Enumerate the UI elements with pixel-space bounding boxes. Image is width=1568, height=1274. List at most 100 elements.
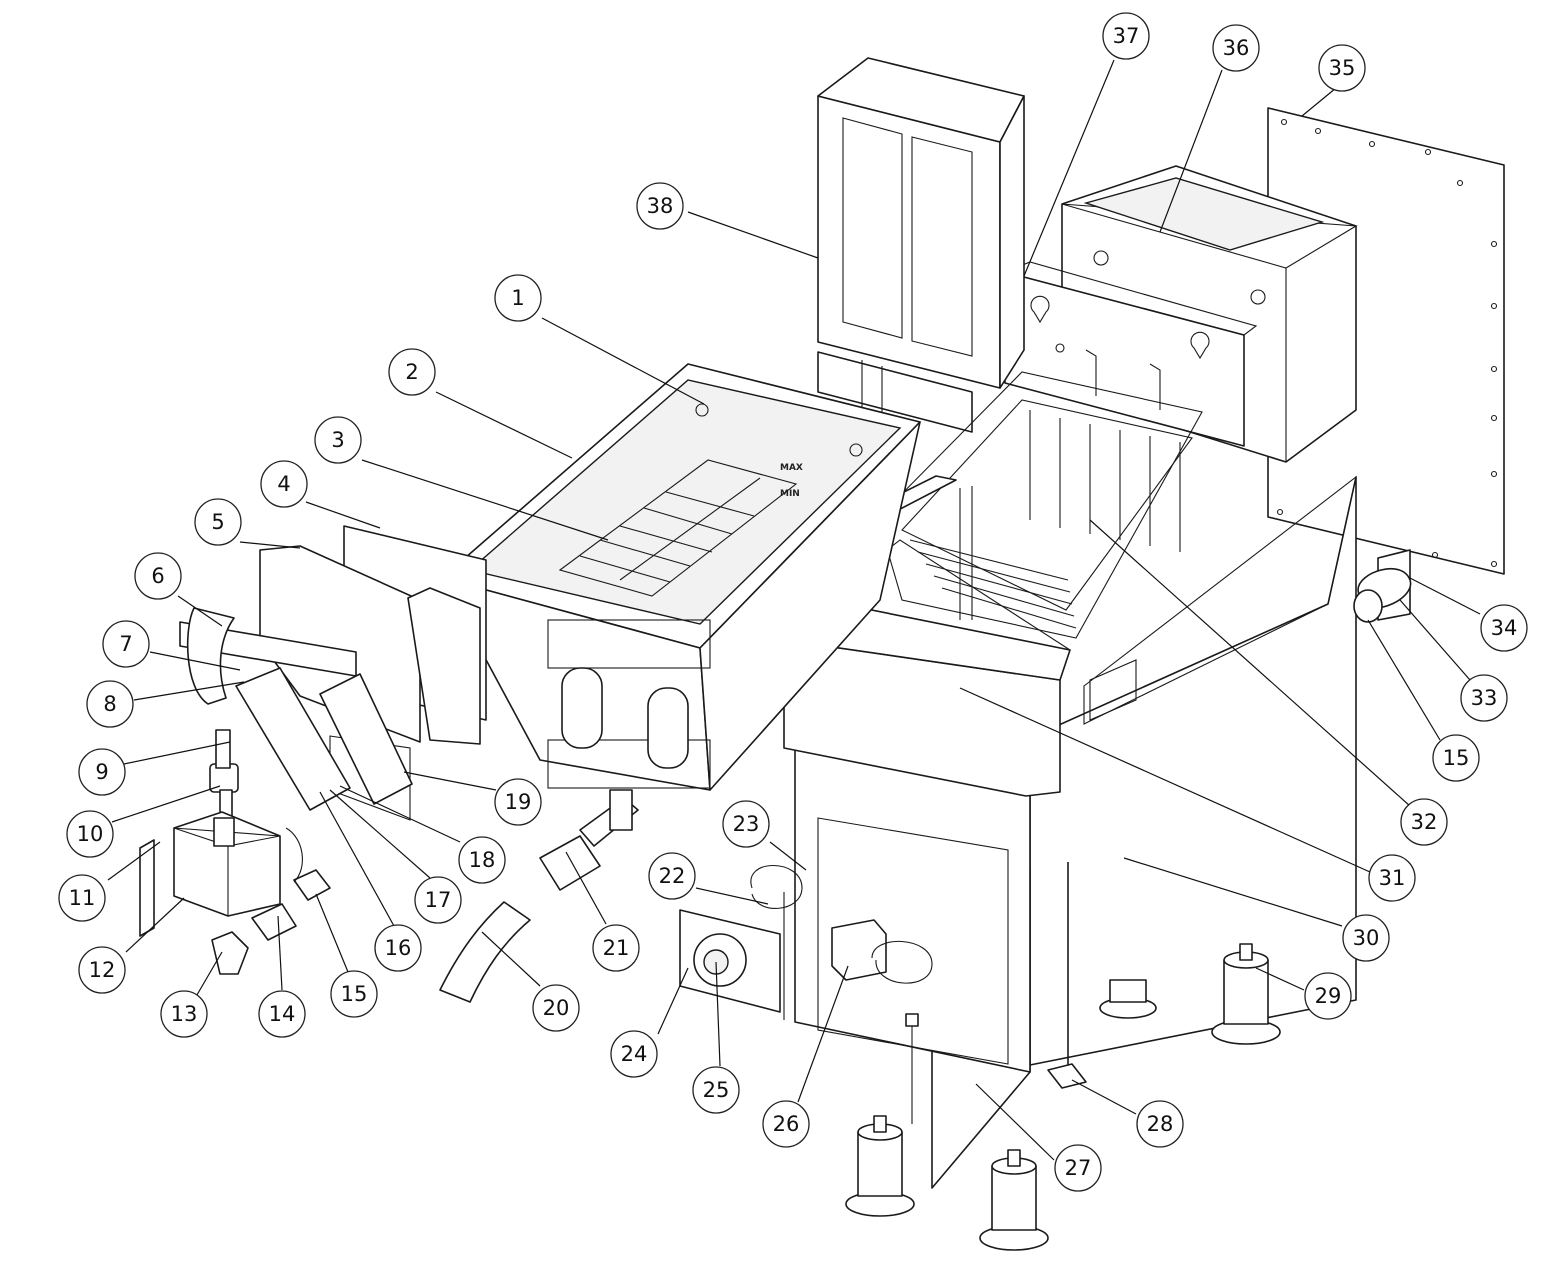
leader-19: [403, 771, 497, 791]
callout-6-label: 6: [151, 564, 164, 588]
callout-6: 6: [134, 552, 182, 600]
leader-18: [339, 785, 461, 843]
callout-38: 38: [636, 182, 684, 230]
callout-8-label: 8: [103, 692, 116, 716]
hi-limit-part: [831, 919, 933, 1124]
callout-24: 24: [610, 1030, 658, 1078]
callout-33-label: 33: [1471, 686, 1498, 710]
leader-29: [1255, 967, 1305, 991]
leader-33: [1399, 599, 1471, 681]
tube-rack-part: [558, 459, 798, 597]
callout-13-label: 13: [171, 1002, 198, 1026]
callout-14: 14: [258, 990, 306, 1038]
leader-24: [657, 967, 689, 1035]
leader-13: [193, 951, 223, 1001]
callout-1-label: 1: [511, 286, 524, 310]
callout-28: 28: [1136, 1100, 1184, 1148]
leader-34: [1409, 577, 1481, 615]
leader-20: [481, 931, 541, 987]
flue-panel-part: [817, 57, 1025, 433]
callout-15b: 15: [1432, 734, 1480, 782]
callout-37-label: 37: [1113, 24, 1140, 48]
max-level-mark: MAX: [780, 463, 803, 473]
callout-1: 1: [494, 274, 542, 322]
leader-6: [177, 595, 223, 627]
leader-14: [277, 915, 283, 991]
callout-4: 4: [260, 460, 308, 508]
callout-2-label: 2: [405, 360, 418, 384]
callout-25-label: 25: [703, 1078, 730, 1102]
leader-30: [1123, 857, 1343, 927]
callout-27: 27: [1054, 1144, 1102, 1192]
callout-11: 11: [58, 874, 106, 922]
drain-valve-part: [439, 789, 639, 1003]
leg-part-front-left: [845, 1115, 915, 1217]
callout-27-label: 27: [1065, 1156, 1092, 1180]
callout-23: 23: [722, 800, 770, 848]
callout-34-label: 34: [1491, 616, 1518, 640]
callout-11-label: 11: [69, 886, 96, 910]
leg-part-rear: [1099, 979, 1157, 1019]
callout-16-label: 16: [385, 936, 412, 960]
callout-36-label: 36: [1223, 36, 1250, 60]
leader-17: [329, 789, 431, 879]
leader-26: [797, 965, 849, 1103]
leader-38: [687, 211, 819, 259]
callout-23-label: 23: [733, 812, 760, 836]
callout-26-label: 26: [773, 1112, 800, 1136]
leader-15a: [315, 893, 349, 973]
callout-9: 9: [78, 748, 126, 796]
leader-1: [541, 317, 705, 405]
leader-22: [695, 887, 769, 905]
leader-27: [975, 1083, 1055, 1161]
callout-12: 12: [78, 946, 126, 994]
gas-valve-part: [139, 811, 281, 937]
callout-16: 16: [374, 924, 422, 972]
callout-29-label: 29: [1315, 984, 1342, 1008]
callout-24-label: 24: [621, 1042, 648, 1066]
leader-21: [565, 851, 607, 925]
callout-31-label: 31: [1379, 866, 1406, 890]
leader-16: [319, 791, 395, 927]
leader-2: [435, 391, 573, 459]
leader-8: [133, 681, 245, 701]
callout-17-label: 17: [425, 888, 452, 912]
callout-5-label: 5: [211, 510, 224, 534]
leader-35: [1301, 87, 1337, 117]
leader-9: [123, 741, 231, 765]
callout-3: 3: [314, 416, 362, 464]
callout-30-label: 30: [1353, 926, 1380, 950]
callout-25: 25: [692, 1066, 740, 1114]
callout-19: 19: [494, 778, 542, 826]
min-level-mark: MIN: [780, 489, 800, 499]
leader-12: [125, 897, 185, 953]
callout-4-label: 4: [277, 472, 290, 496]
leader-37: [1023, 59, 1115, 277]
callout-22-label: 22: [659, 864, 686, 888]
callout-14-label: 14: [269, 1002, 296, 1026]
leader-11: [107, 841, 161, 881]
leg-part-front-right: [979, 1149, 1049, 1251]
gas-manifold-part: [179, 607, 413, 821]
callout-2: 2: [388, 348, 436, 396]
leader-lines: [107, 59, 1481, 1161]
callout-12-label: 12: [89, 958, 116, 982]
thermostat-part: [679, 864, 803, 1020]
leader-28: [1071, 1079, 1137, 1115]
callout-35-label: 35: [1329, 56, 1356, 80]
callout-30: 30: [1342, 914, 1390, 962]
callout-5: 5: [194, 498, 242, 546]
leader-31: [959, 687, 1371, 873]
fry-pot-part: MAX MIN: [441, 363, 921, 791]
callout-3-label: 3: [331, 428, 344, 452]
leader-4: [305, 501, 381, 529]
callout-21: 21: [592, 924, 640, 972]
callout-19-label: 19: [505, 790, 532, 814]
leader-3: [361, 459, 609, 541]
leader-10: [111, 785, 221, 823]
callout-35: 35: [1318, 44, 1366, 92]
callout-26: 26: [762, 1100, 810, 1148]
leader-23: [769, 841, 807, 871]
callout-7: 7: [102, 620, 150, 668]
